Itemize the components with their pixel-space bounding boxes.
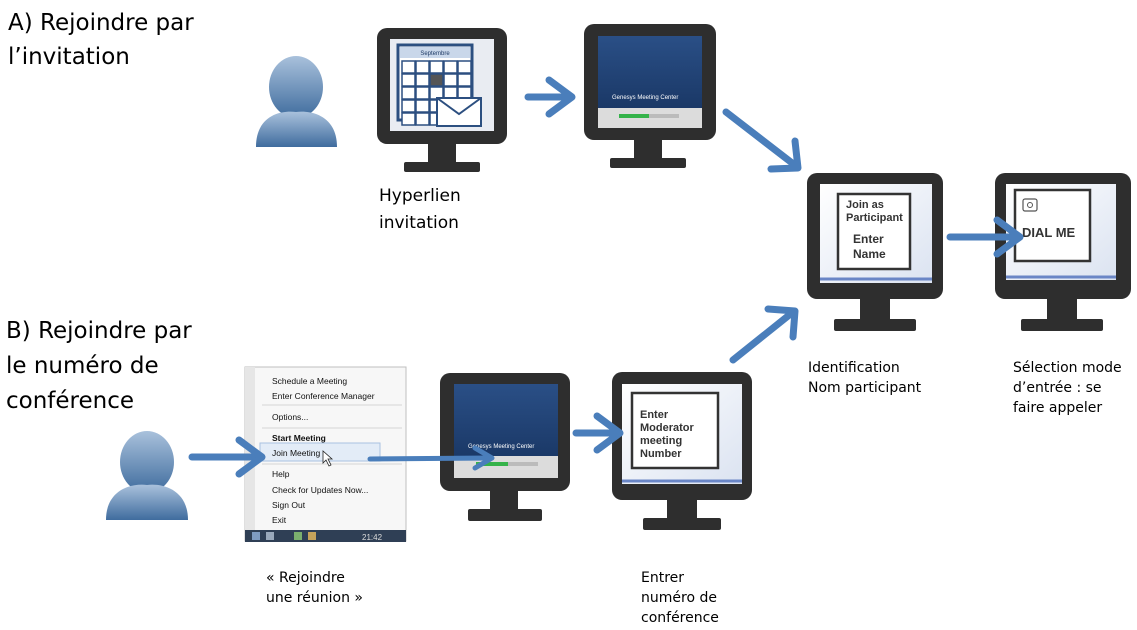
arrow-identification-to-dial (946, 216, 1024, 258)
calendar-cell (401, 86, 416, 100)
monitor-meeting-center-a: Genesys Meeting Center (584, 24, 716, 168)
monitor-meeting-center-b: Genesys Meeting Center (440, 373, 570, 521)
calendar-cell (415, 86, 430, 100)
monitor-calendar: Septembre (377, 28, 507, 172)
calendar-cell (401, 99, 416, 113)
menu-item-conference-manager[interactable]: Enter Conference Manager (272, 391, 375, 401)
svg-text:Moderator: Moderator (640, 422, 695, 434)
meeting-center-brand: Genesys Meeting Center (612, 95, 678, 101)
menu-item-sign-out[interactable]: Sign Out (272, 500, 306, 510)
arrow-meeting-to-identification (722, 108, 802, 173)
svg-text:Join as: Join as (846, 199, 884, 211)
svg-text:Name: Name (853, 247, 886, 261)
phone-icon (1022, 198, 1038, 212)
arrow-moderator-to-identification (729, 305, 799, 364)
meeting-center-brand: Genesys Meeting Center (468, 444, 534, 450)
svg-text:Number: Number (640, 448, 682, 460)
calendar-header: Septembre (420, 51, 450, 57)
monitor-identification: Join as Participant Enter Name (807, 173, 943, 331)
menu-item-exit[interactable]: Exit (272, 515, 287, 525)
svg-text:B) Rejoindre par: B) Rejoindre par (6, 318, 192, 344)
svg-text:conférence: conférence (641, 610, 719, 626)
calendar-cell (415, 99, 430, 113)
taskbar-icon (308, 532, 316, 540)
context-menu: Schedule a Meeting Enter Conference Mana… (244, 366, 407, 542)
arrow-person-to-menu (188, 436, 266, 478)
calendar-cell (429, 60, 444, 74)
calendar-cell (429, 73, 444, 87)
menu-item-schedule[interactable]: Schedule a Meeting (272, 376, 347, 386)
svg-text:Hyperlien: Hyperlien (379, 186, 461, 206)
menu-item-help[interactable]: Help (272, 469, 290, 479)
svg-text:meeting: meeting (640, 435, 682, 447)
caption-selection: Sélection mode d’entrée : se faire appel… (1013, 360, 1122, 416)
taskbar-icon (252, 532, 260, 540)
caption-identification: Identification Nom participant (808, 360, 922, 396)
svg-text:Sélection mode: Sélection mode (1013, 360, 1122, 376)
calendar-cell (401, 112, 416, 126)
taskbar-clock: 21:42 (362, 533, 383, 542)
svg-text:« Rejoindre: « Rejoindre (266, 570, 345, 586)
calendar-cell (415, 60, 430, 74)
svg-text:invitation: invitation (379, 213, 459, 233)
menu-item-options[interactable]: Options... (272, 412, 308, 422)
caption-enter-number: Entrer numéro de conférence (641, 570, 719, 626)
taskbar-icon (266, 532, 274, 540)
envelope-icon (436, 97, 482, 127)
svg-text:Participant: Participant (846, 212, 903, 224)
section-a-title: A) Rejoindre par l’invitation (8, 10, 194, 70)
caption-hyperlink: Hyperlien invitation (379, 186, 461, 233)
svg-text:DIAL ME: DIAL ME (1022, 225, 1076, 240)
svg-text:le numéro de: le numéro de (6, 353, 159, 379)
calendar-cell (415, 112, 430, 126)
arrow-menu-to-meeting (367, 445, 495, 471)
menu-item-join-meeting[interactable]: Join Meeting (272, 448, 320, 458)
caption-join-meeting: « Rejoindre une réunion » (266, 570, 363, 606)
calendar-cell (457, 60, 472, 74)
svg-text:l’invitation: l’invitation (8, 44, 130, 70)
menu-item-start-meeting[interactable]: Start Meeting (272, 433, 326, 443)
svg-text:Nom participant: Nom participant (808, 380, 922, 396)
taskbar (245, 530, 406, 542)
calendar-cell (415, 73, 430, 87)
svg-text:numéro de: numéro de (641, 590, 717, 606)
flow-arrows (188, 76, 1024, 478)
svg-text:faire appeler: faire appeler (1013, 400, 1102, 416)
svg-text:Entrer: Entrer (641, 570, 684, 586)
calendar-cell (457, 73, 472, 87)
svg-text:Identification: Identification (808, 360, 900, 376)
calendar-cell (443, 73, 458, 87)
arrow-meeting-to-moderator (572, 412, 624, 454)
monitor-dial-me: DIAL ME (995, 173, 1131, 331)
section-b-title: B) Rejoindre par le numéro de conférence (6, 318, 192, 414)
taskbar-icon (294, 532, 302, 540)
calendar-cell (401, 73, 416, 87)
menu-item-check-updates[interactable]: Check for Updates Now... (272, 485, 368, 495)
cursor-icon (322, 450, 334, 467)
svg-text:Enter: Enter (853, 232, 884, 246)
monitor-moderator-number: Enter Moderator meeting Number (612, 372, 752, 530)
person-a-icon (256, 56, 337, 147)
svg-text:Enter: Enter (640, 409, 669, 421)
calendar-cell (401, 60, 416, 74)
calendar-grid (401, 60, 472, 126)
person-b-icon (106, 431, 188, 520)
arrow-calendar-to-meeting (524, 76, 576, 118)
svg-text:une réunion »: une réunion » (266, 590, 363, 606)
calendar-cell (443, 60, 458, 74)
svg-text:d’entrée : se: d’entrée : se (1013, 380, 1102, 396)
svg-text:conférence: conférence (6, 388, 134, 414)
svg-text:A) Rejoindre par: A) Rejoindre par (8, 10, 194, 36)
